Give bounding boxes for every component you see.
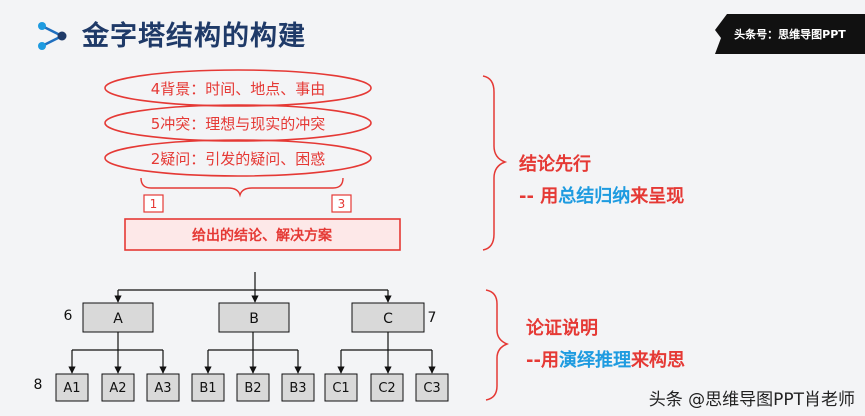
panel-argument-sub: --用演绎推理来构思 xyxy=(526,346,685,372)
marker-3 xyxy=(331,194,352,213)
panel-conclusion-highlight: 总结归纳 xyxy=(558,186,631,207)
leaf-a1-label: A1 xyxy=(63,381,80,396)
ellipse-question-label: 2疑问：引发的疑问、困惑 xyxy=(151,150,326,168)
panel-conclusion-prefix: -- 用 xyxy=(519,186,559,207)
panel-conclusion-title: 结论先行 xyxy=(519,154,591,175)
page-title: 金字塔结构的构建 xyxy=(82,21,306,52)
leaf-a1 xyxy=(55,373,89,402)
marker-1-label: 1 xyxy=(150,197,158,211)
marker-1 xyxy=(143,194,164,213)
leaf-c3 xyxy=(415,373,449,402)
panel-argument-suffix: 来构思 xyxy=(630,350,685,371)
leaf-c1-label: C1 xyxy=(332,381,349,396)
leaf-c2-label: C2 xyxy=(378,381,395,396)
brand-badge: 头条号：思维导图PPT xyxy=(715,14,865,54)
panel-argument-highlight: 演绎推理 xyxy=(558,350,631,371)
leaf-b1-label: B1 xyxy=(199,381,216,396)
panel-argument-prefix: --用 xyxy=(526,350,559,371)
leaf-c1 xyxy=(324,373,358,402)
ellipse-conflict-label: 5冲突：理想与现实的冲突 xyxy=(151,115,326,133)
node-b-label: B xyxy=(249,311,259,327)
panel-argument-title: 论证说明 xyxy=(526,318,598,339)
node-a xyxy=(82,302,154,333)
leaf-b2-label: B2 xyxy=(244,381,261,396)
panel-conclusion-suffix: 来呈现 xyxy=(630,186,685,207)
network-icon xyxy=(38,22,67,50)
brace-top xyxy=(482,75,508,251)
leaf-b2 xyxy=(236,373,270,402)
level-label-8: 8 xyxy=(34,377,43,393)
answer-box xyxy=(124,218,401,251)
ellipse-background xyxy=(104,69,372,107)
leaf-a2-label: A2 xyxy=(109,381,126,396)
leaf-c3-label: C3 xyxy=(423,381,440,396)
node-a-label: A xyxy=(113,311,123,327)
leaf-b1 xyxy=(191,373,225,402)
node-c-label: C xyxy=(383,311,393,327)
level-label-7: 7 xyxy=(428,310,437,326)
level-label-6: 6 xyxy=(64,308,73,324)
ellipse-question xyxy=(104,139,372,177)
brace-bottom xyxy=(485,289,510,401)
leaf-a3-label: A3 xyxy=(154,381,171,396)
leaf-a3 xyxy=(146,373,180,402)
small-brace xyxy=(140,177,344,198)
leaf-a2 xyxy=(101,373,135,402)
watermark: 头条 @思维导图PPT肖老师 xyxy=(648,390,855,410)
node-b xyxy=(218,302,290,333)
ellipse-background-label: 4背景：时间、地点、事由 xyxy=(151,80,326,98)
ellipse-conflict xyxy=(104,104,372,142)
marker-3-label: 3 xyxy=(338,197,346,211)
node-c xyxy=(351,302,425,333)
leaf-c2 xyxy=(370,373,404,402)
leaf-b3 xyxy=(281,373,315,402)
panel-conclusion-sub: -- 用总结归纳来呈现 xyxy=(519,182,684,208)
answer-label: 给出的结论、解决方案 xyxy=(192,227,333,244)
leaf-b3-label: B3 xyxy=(289,381,306,396)
